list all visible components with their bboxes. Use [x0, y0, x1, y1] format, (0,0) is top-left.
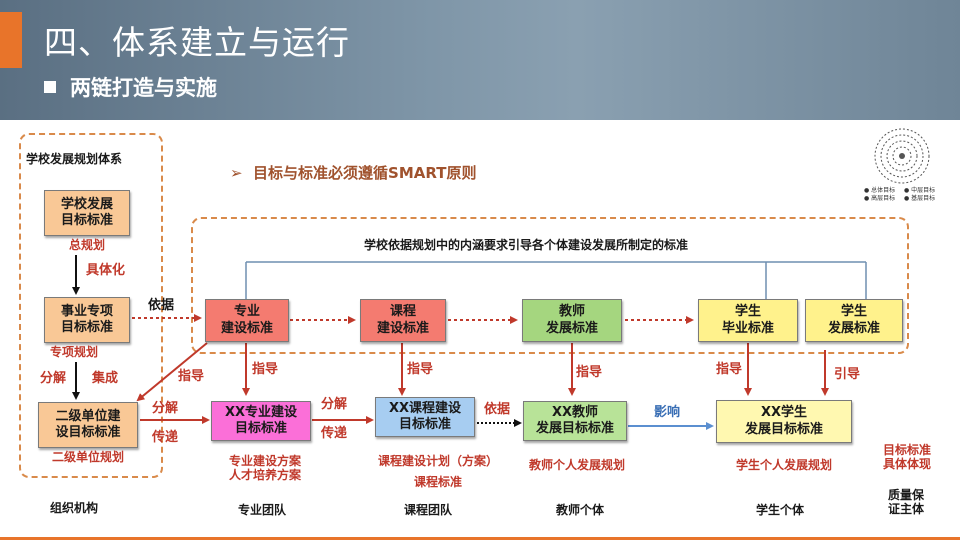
school-goal-standard-box: 学校发展 目标标准	[44, 190, 130, 236]
course-target-standard: XX课程建设 目标标准	[375, 397, 475, 437]
logo-legend-2: ● 中层目标	[904, 187, 936, 194]
teacher-development-standard: 教师 发展标准	[522, 299, 622, 342]
teacher-subject: 教师个体	[556, 503, 605, 517]
split-label-2: 分解	[321, 397, 348, 412]
planning-system-heading: 学校发展规划体系	[26, 152, 123, 166]
influence-label: 影响	[654, 405, 681, 420]
special-goal-standard-box: 事业专项 目标标准	[44, 297, 130, 343]
basis-label: 依据	[148, 298, 175, 313]
title-banner	[0, 0, 960, 120]
student-subject: 学生个体	[756, 503, 805, 517]
course-team-subject: 课程团队	[404, 503, 453, 517]
unit-plan-caption: 二级单位规划	[51, 450, 124, 464]
arrow-guide-diagonal	[136, 342, 208, 402]
slide-subtitle: 两链打造与实施	[44, 72, 217, 102]
banner-bracket	[245, 261, 867, 300]
bottom-accent-bar	[0, 537, 960, 540]
student-development-standard: 学生 发展标准	[805, 299, 903, 342]
qa-subject: 质量保 证主体	[887, 488, 924, 517]
goal-embodiment-text: 目标标准 具体体现	[882, 443, 931, 472]
standards-banner: 学校依据规划中的内涵要求引导各个体建设发展所制定的标准	[363, 238, 688, 252]
arrow-bullet-icon: ➢	[230, 164, 254, 182]
guide-label-major: 指导	[252, 362, 279, 377]
lead-label: 引导	[834, 367, 861, 382]
unit-goal-standard-box: 二级单位建 设目标标准	[38, 402, 138, 448]
integrate-label: 集成	[92, 371, 119, 386]
teacher-target-standard: XX教师 发展目标标准	[523, 401, 627, 441]
course-construction-standard: 课程 建设标准	[360, 299, 446, 342]
planning-system-region	[19, 133, 163, 478]
concretize-label: 具体化	[86, 263, 126, 278]
student-graduation-standard: 学生 毕业标准	[698, 299, 798, 342]
slide-title: 四、体系建立与运行	[44, 23, 350, 62]
split-label-1: 分解	[152, 401, 179, 416]
major-construction-standard: 专业 建设标准	[205, 299, 289, 342]
basis-label-2: 依据	[484, 402, 511, 417]
title-accent-bar	[0, 12, 22, 68]
course-plan-text: 课程建设计划（方案）	[377, 454, 498, 468]
course-standard-text: 课程标准	[413, 475, 462, 489]
subtitle-text: 两链打造与实施	[70, 76, 217, 100]
logo-legend-3: ● 高层目标	[864, 195, 896, 202]
major-plan-text: 专业建设方案 人才培养方案	[228, 454, 301, 483]
logo-legend-4: ● 基层目标	[904, 195, 936, 202]
student-target-standard: XX学生 发展目标标准	[716, 400, 852, 443]
special-plan-caption: 专项规划	[50, 345, 99, 359]
standards-region	[191, 217, 909, 354]
master-plan-caption: 总规划	[68, 238, 105, 252]
guide-label-student: 指导	[716, 362, 743, 377]
split-label-left: 分解	[40, 371, 67, 386]
goal-circle-logo	[862, 128, 942, 200]
bullet-square-icon	[44, 81, 56, 93]
deliver-label-2: 传递	[321, 426, 348, 441]
smart-principle: ➢ 目标与标准必须遵循SMART原则	[230, 164, 477, 182]
org-subject: 组织机构	[50, 501, 99, 515]
guide-label-teacher: 指导	[576, 365, 603, 380]
teacher-plan-text: 教师个人发展规划	[528, 458, 625, 472]
student-plan-text: 学生个人发展规划	[735, 458, 832, 472]
major-target-standard: XX专业建设 目标标准	[211, 401, 311, 441]
major-team-subject: 专业团队	[238, 503, 287, 517]
guide-label-diagonal: 指导	[178, 369, 205, 384]
deliver-label-1: 传递	[152, 430, 179, 445]
goal-circle-icon	[874, 128, 930, 184]
guide-label-course: 指导	[407, 362, 434, 377]
logo-legend-1: ● 总体目标	[864, 187, 896, 194]
